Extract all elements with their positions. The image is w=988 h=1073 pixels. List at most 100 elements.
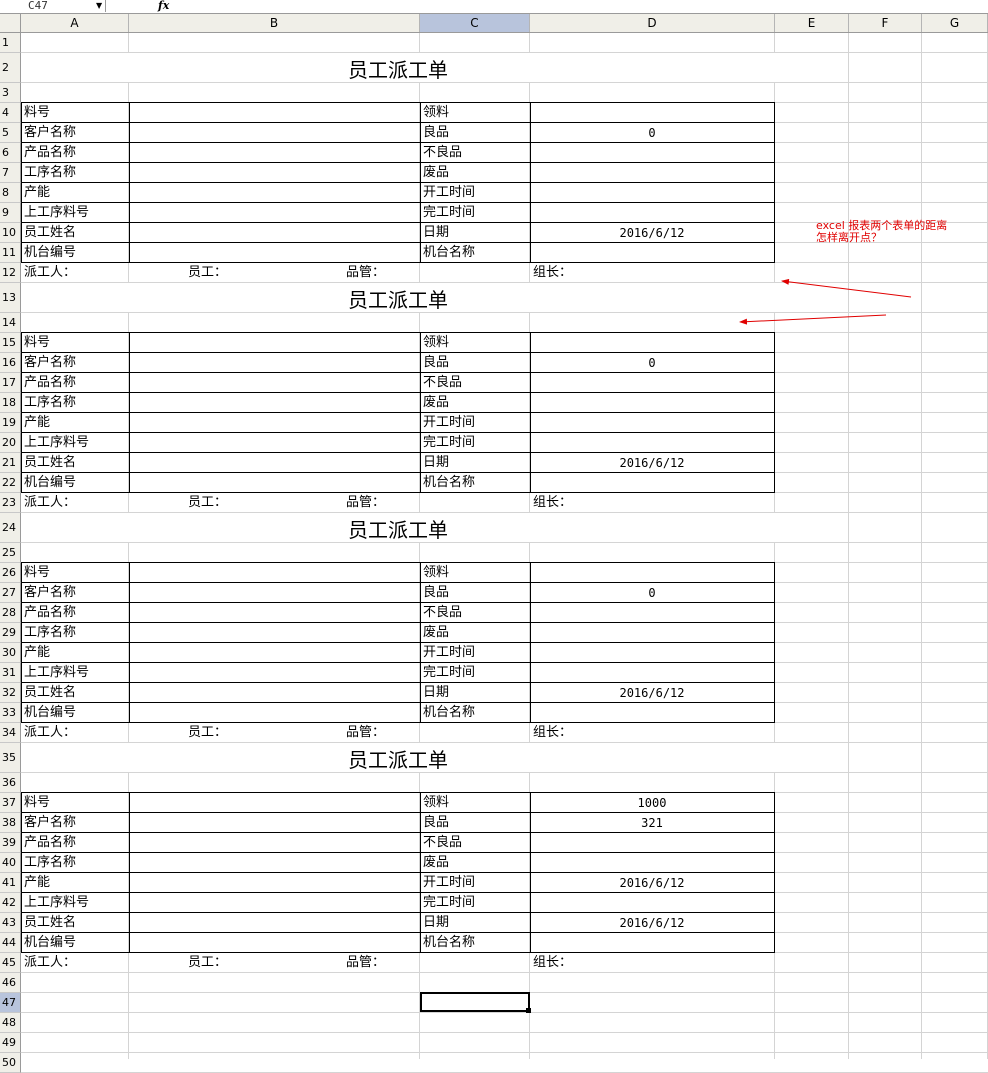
field-value[interactable]: 0 (648, 586, 656, 600)
table-divider (22, 392, 774, 393)
row-header-44[interactable]: 44 (0, 933, 21, 953)
row-header-29[interactable]: 29 (0, 623, 21, 643)
row-header-49[interactable]: 49 (0, 1033, 21, 1053)
field-label: 客户名称 (24, 355, 77, 370)
fill-handle[interactable] (526, 1008, 531, 1013)
field-value[interactable]: 0 (648, 126, 656, 140)
row-header-15[interactable]: 15 (0, 333, 21, 353)
row-header-10[interactable]: 10 (0, 223, 21, 243)
row-header-40[interactable]: 40 (0, 853, 21, 873)
name-box[interactable]: C47 (0, 0, 106, 12)
row-header-48[interactable]: 48 (0, 1013, 21, 1033)
row-header-50[interactable]: 50 (0, 1053, 21, 1073)
qc-label: 品管： (346, 265, 386, 280)
field-value[interactable]: 321 (641, 816, 663, 830)
row-header-41[interactable]: 41 (0, 873, 21, 893)
column-header-g[interactable]: G (922, 14, 988, 32)
title-merged-cell[interactable] (21, 743, 775, 772)
field-label: 上工序料号 (24, 435, 90, 450)
row-header-8[interactable]: 8 (0, 183, 21, 203)
row-header-27[interactable]: 27 (0, 583, 21, 603)
field-label: 机台名称 (423, 475, 476, 490)
field-label: 产品名称 (24, 835, 77, 850)
column-header-a[interactable]: A (21, 14, 129, 32)
column-header-b[interactable]: B (129, 14, 420, 32)
field-value[interactable]: 1000 (637, 796, 667, 810)
row-header-20[interactable]: 20 (0, 433, 21, 453)
row-header-26[interactable]: 26 (0, 563, 21, 583)
row-header-9[interactable]: 9 (0, 203, 21, 223)
row-header-24[interactable]: 24 (0, 513, 21, 543)
field-value[interactable]: 2016/6/12 (619, 916, 685, 930)
leader-label: 组长： (533, 495, 573, 510)
field-label: 良品 (423, 585, 450, 600)
namebox-dropdown-icon[interactable]: ▼ (96, 1, 103, 10)
row-header-42[interactable]: 42 (0, 893, 21, 913)
field-label: 不良品 (423, 605, 463, 620)
qc-label: 品管： (346, 955, 386, 970)
field-value[interactable]: 2016/6/12 (619, 226, 685, 240)
row-header-13[interactable]: 13 (0, 283, 21, 313)
row-header-45[interactable]: 45 (0, 953, 21, 973)
column-header-d[interactable]: D (530, 14, 775, 32)
row-header-1[interactable]: 1 (0, 33, 21, 53)
table-divider (22, 142, 774, 143)
row-header-19[interactable]: 19 (0, 413, 21, 433)
row-header-17[interactable]: 17 (0, 373, 21, 393)
row-header-35[interactable]: 35 (0, 743, 21, 773)
field-value[interactable]: 2016/6/12 (619, 686, 685, 700)
row-header-32[interactable]: 32 (0, 683, 21, 703)
row-header-34[interactable]: 34 (0, 723, 21, 743)
row-header-2[interactable]: 2 (0, 53, 21, 83)
field-label: 良品 (423, 125, 450, 140)
row-header-18[interactable]: 18 (0, 393, 21, 413)
row-header-22[interactable]: 22 (0, 473, 21, 493)
column-header-e[interactable]: E (775, 14, 849, 32)
row-header-47[interactable]: 47 (0, 993, 21, 1013)
column-header-f[interactable]: F (849, 14, 922, 32)
row-header-7[interactable]: 7 (0, 163, 21, 183)
select-all-corner[interactable] (0, 14, 21, 32)
row-header-30[interactable]: 30 (0, 643, 21, 663)
row-header-23[interactable]: 23 (0, 493, 21, 513)
row-header-31[interactable]: 31 (0, 663, 21, 683)
row-header-28[interactable]: 28 (0, 603, 21, 623)
row-header-46[interactable]: 46 (0, 973, 21, 993)
row-header-43[interactable]: 43 (0, 913, 21, 933)
row-header-5[interactable]: 5 (0, 123, 21, 143)
field-label: 员工姓名 (24, 225, 77, 240)
gridline-row (21, 1012, 988, 1013)
field-label: 日期 (423, 915, 450, 930)
employee-label: 员工： (188, 725, 228, 740)
title-merged-cell[interactable] (21, 283, 775, 312)
field-label: 产能 (24, 645, 51, 660)
row-header-39[interactable]: 39 (0, 833, 21, 853)
field-label: 员工姓名 (24, 685, 77, 700)
table-divider (22, 582, 774, 583)
row-header-33[interactable]: 33 (0, 703, 21, 723)
field-label: 上工序料号 (24, 205, 90, 220)
row-header-11[interactable]: 11 (0, 243, 21, 263)
row-header-14[interactable]: 14 (0, 313, 21, 333)
selected-cell-c47[interactable] (420, 992, 530, 1012)
row-header-25[interactable]: 25 (0, 543, 21, 563)
field-value[interactable]: 2016/6/12 (619, 456, 685, 470)
row-header-12[interactable]: 12 (0, 263, 21, 283)
row-header-36[interactable]: 36 (0, 773, 21, 793)
title-merged-cell[interactable] (21, 513, 775, 542)
table-divider (22, 912, 774, 913)
row-header-21[interactable]: 21 (0, 453, 21, 473)
field-value[interactable]: 0 (648, 356, 656, 370)
row-header-37[interactable]: 37 (0, 793, 21, 813)
row-header-6[interactable]: 6 (0, 143, 21, 163)
row-header-38[interactable]: 38 (0, 813, 21, 833)
fx-icon[interactable]: fx (158, 0, 170, 12)
table-divider (22, 242, 774, 243)
row-header-4[interactable]: 4 (0, 103, 21, 123)
table-divider (22, 832, 774, 833)
column-header-c[interactable]: C (420, 14, 530, 32)
title-merged-cell[interactable] (21, 53, 775, 82)
row-header-3[interactable]: 3 (0, 83, 21, 103)
row-header-16[interactable]: 16 (0, 353, 21, 373)
field-value[interactable]: 2016/6/12 (619, 876, 685, 890)
